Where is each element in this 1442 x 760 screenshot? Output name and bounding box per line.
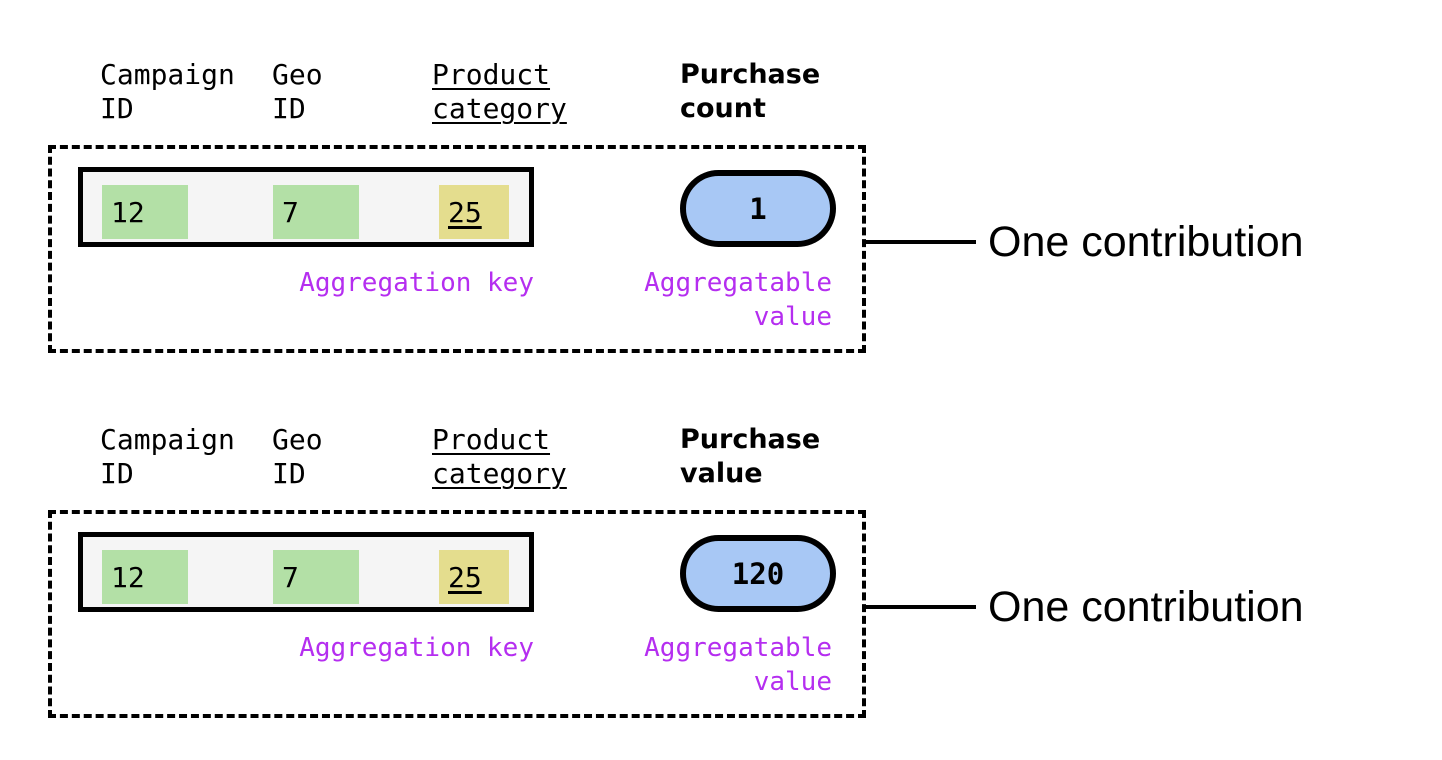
aggregatable-value-pill: 1 xyxy=(680,170,836,247)
annotation-aggregation-key: Aggregation key xyxy=(299,633,534,663)
callout-one-contribution: One contribution xyxy=(988,583,1304,631)
aggregatable-value-pill: 120 xyxy=(680,535,836,612)
annotation-aggregatable-value: Aggregatable value xyxy=(644,633,832,697)
callout-one-contribution: One contribution xyxy=(988,218,1304,266)
header-geo-id: Geo ID xyxy=(272,423,323,490)
key-cell-geo-id: 7 xyxy=(273,550,359,604)
header-product-category-line1: Product xyxy=(432,58,551,91)
header-product-category-line2: category xyxy=(432,457,567,490)
key-cell-geo-id: 7 xyxy=(273,185,359,239)
callout-leader-line xyxy=(866,240,976,244)
aggregation-key-box: 12 7 25 xyxy=(78,167,534,247)
header-purchase-count: Purchase count xyxy=(680,59,821,124)
header-campaign-id-text: Campaign ID xyxy=(100,58,235,125)
header-purchase-value: Purchase value xyxy=(680,424,821,489)
contribution-boundary xyxy=(48,510,866,718)
key-cell-campaign-id: 12 xyxy=(102,185,188,239)
key-cell-product-category-value: 25 xyxy=(448,195,482,229)
key-cell-campaign-id: 12 xyxy=(102,550,188,604)
header-product-category-line1: Product xyxy=(432,423,551,456)
key-cell-product-category-value: 25 xyxy=(448,560,482,594)
aggregation-key-box: 12 7 25 xyxy=(78,532,534,612)
header-product-category-line2: category xyxy=(432,92,567,125)
header-campaign-id: Campaign ID xyxy=(100,423,235,490)
callout-leader-line xyxy=(866,605,976,609)
key-cell-product-category: 25 xyxy=(439,550,509,604)
annotation-aggregation-key: Aggregation key xyxy=(299,268,534,298)
contribution-boundary xyxy=(48,145,866,353)
annotation-aggregatable-value: Aggregatable value xyxy=(644,268,832,332)
key-cell-product-category: 25 xyxy=(439,185,509,239)
header-geo-id: Geo ID xyxy=(272,58,323,125)
